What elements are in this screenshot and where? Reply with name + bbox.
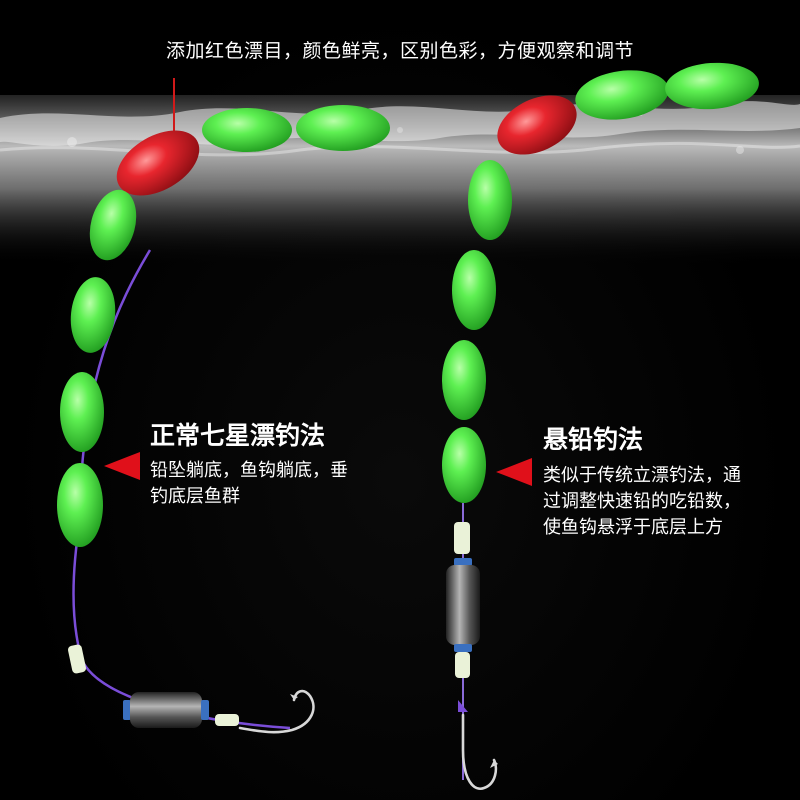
right-method-desc-line2: 过调整快速铅的吃铅数， [543,491,741,512]
left-method-desc-line2: 钓底层鱼群 [150,486,240,507]
right-method-desc-line1: 类似于传统立漂钓法，通 [543,465,741,486]
float-bead-icon [468,160,512,240]
right-method-desc-line3: 使鱼钩悬浮于底层上方 [543,517,723,538]
left-rig [57,105,390,734]
float-bead-icon [452,250,496,330]
pointer-arrow-icon [104,452,140,480]
right-rig [442,62,759,791]
right-method-title: 悬铅钓法 [543,425,644,454]
float-bead-icon [89,189,137,261]
float-bead-icon [57,463,103,547]
hook-icon [461,713,498,791]
lead-sinker-icon [446,558,480,652]
left-method-title: 正常七星漂钓法 [150,421,326,450]
top-caption: 添加红色漂目，颜色鲜亮，区别色彩，方便观察和调节 [165,40,634,62]
pointer-arrow-icon [496,458,532,486]
float-bead-icon [202,108,292,152]
float-bead-icon [60,372,104,452]
float-bead-icon [497,95,577,155]
float-bead-icon [442,340,486,420]
float-bead-icon [296,105,390,151]
float-bead-icon [442,427,486,503]
left-method-desc-line1: 铅坠躺底，鱼钩躺底，垂 [150,460,348,481]
hook-icon [238,689,315,734]
float-bead-icon [116,130,200,196]
float-bead-icon [665,62,759,110]
float-bead-icon [70,277,116,353]
float-bead-icon [575,70,669,120]
lead-sinker-icon [123,692,209,728]
